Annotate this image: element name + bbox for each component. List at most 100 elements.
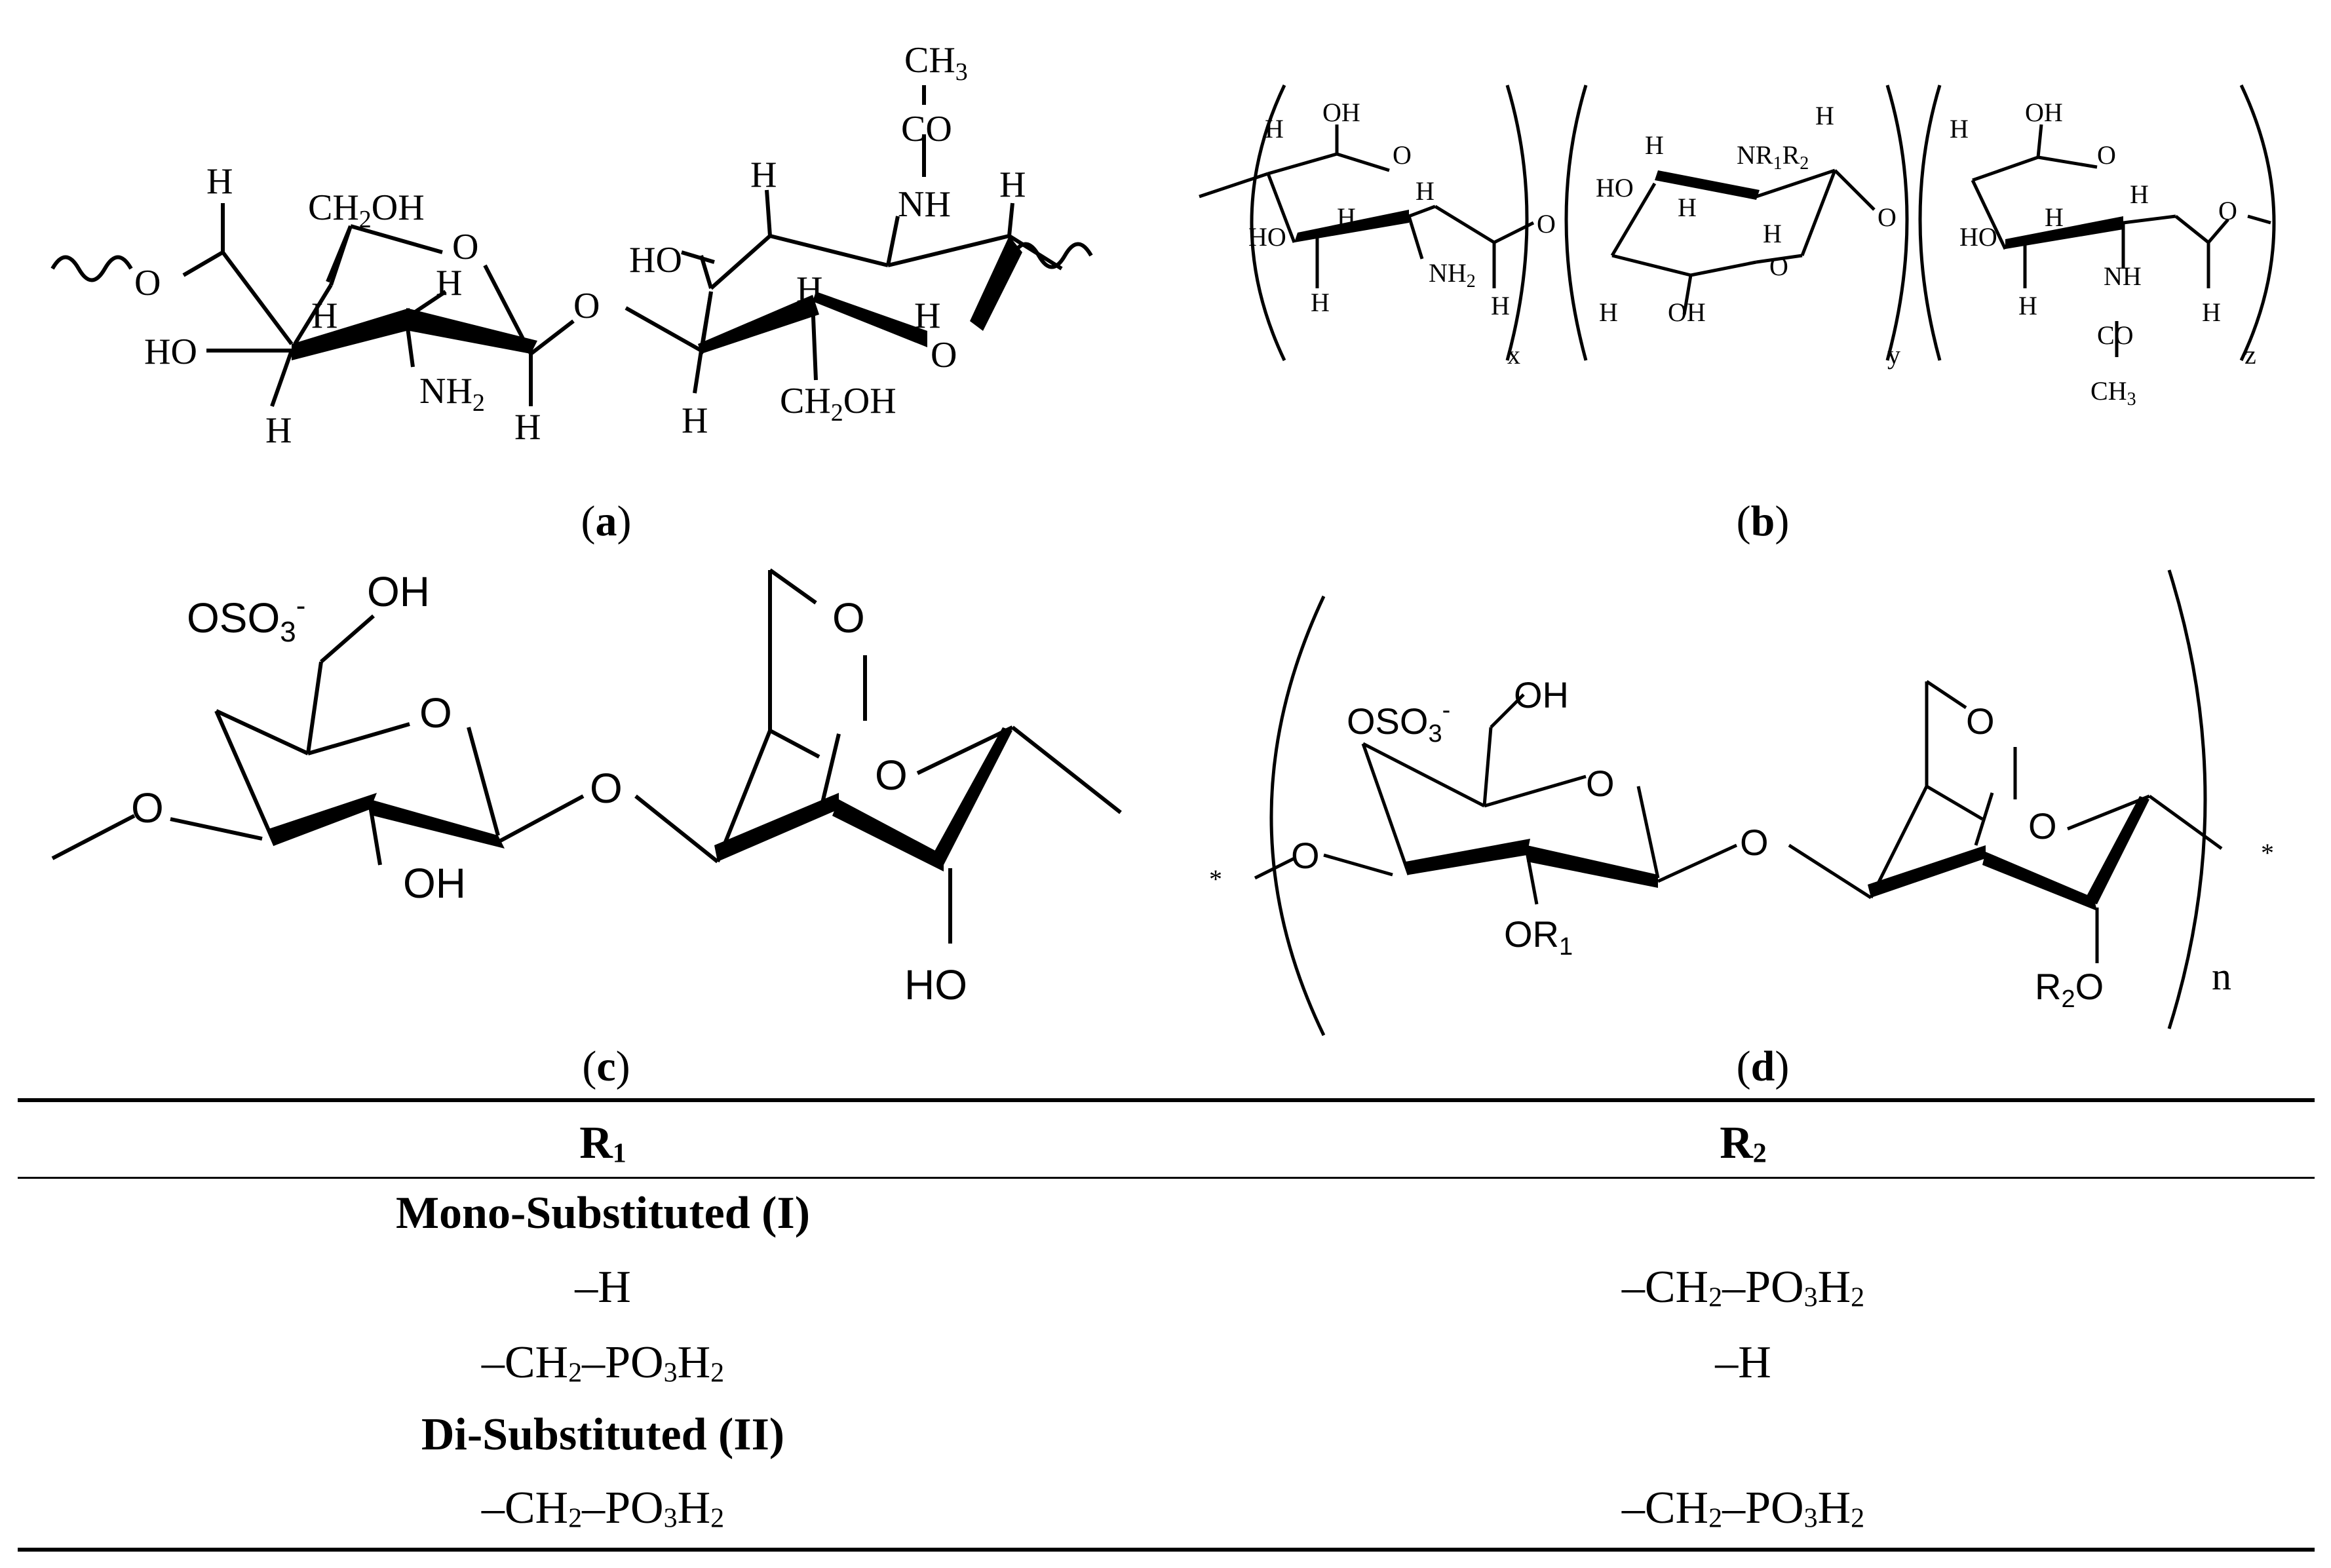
a-h-c1: H (436, 263, 462, 303)
b-y: y (1887, 340, 1900, 370)
a-o-ring-right: O (931, 335, 957, 375)
a-nh2: NH2 (419, 371, 485, 417)
b-h2e: H (1599, 297, 1618, 327)
d-oso3: OSO3- (1347, 697, 1450, 748)
a-h-c5: H (311, 296, 337, 336)
b-o-link2: O (1878, 202, 1897, 232)
structure-b-labels: OH H O H H HO NH2 H H O x H NR1R2 H HO H… (1248, 98, 2256, 410)
c-o-left: O (131, 784, 164, 832)
group-title-di: Di-Substituted (II) (421, 1409, 785, 1460)
b-h1e: H (1491, 291, 1510, 320)
b-x: x (1507, 340, 1520, 370)
d-or1: OR1 (1504, 913, 1573, 961)
b-h3d: H (2018, 291, 2037, 320)
caption-b: (b) (1736, 497, 1790, 545)
d-oh-top: OH (1514, 674, 1569, 716)
c-oh-bottom: OH (403, 860, 466, 907)
d-o-glyco: O (1740, 822, 1769, 863)
b-oh2: OH (1668, 297, 1706, 327)
b-o-ring1: O (1393, 140, 1412, 170)
caption-c: (c) (582, 1042, 630, 1090)
a-ch3: CH3 (904, 40, 968, 86)
structure-c-labels: OSO3- OH O O OH O O O HO (131, 568, 967, 1008)
a-ho-right: HO (629, 240, 682, 280)
c-o-ring2: O (875, 752, 908, 799)
table-header-r2: R2 (1720, 1118, 1767, 1169)
b-o-link1: O (1537, 209, 1556, 239)
a-co: CO (901, 109, 952, 149)
table-header-rule (18, 1177, 2315, 1179)
b-h1c: H (1337, 202, 1356, 232)
a-ch2oh-right: CH2OH (780, 381, 896, 427)
structure-d (1254, 569, 2223, 1037)
d-r2o: R2O (2035, 966, 2104, 1013)
mono-row1-r1: –H (575, 1262, 631, 1312)
d-o-bridge: O (1966, 700, 1995, 742)
b-nh2: NH2 (1429, 258, 1476, 292)
b-nh3: NH (2104, 261, 2142, 291)
a-h-top-left: H (206, 161, 233, 202)
b-nr1r2: NR1R2 (1737, 140, 1809, 174)
b-h3b: H (2130, 180, 2149, 209)
d-o-ring2: O (2028, 805, 2057, 847)
b-ho2: HO (1596, 173, 1634, 202)
a-h-top-mid: H (750, 155, 777, 195)
b-co3: CO (2097, 320, 2134, 350)
mono-row2-r1: –CH2–PO3H2 (481, 1337, 725, 1388)
group-title-mono: Mono-Substituted (I) (395, 1188, 811, 1238)
c-o-bridge: O (832, 594, 865, 641)
structure-b (1199, 84, 2276, 362)
b-oh1: OH (1322, 98, 1360, 127)
a-h-anomeric: H (514, 407, 541, 448)
b-h1: H (1265, 114, 1284, 143)
a-o-link-left: O (134, 263, 161, 303)
di-row1-r1: –CH2–PO3H2 (481, 1483, 725, 1534)
d-o-left: O (1291, 835, 1320, 876)
b-o-link3: O (2218, 196, 2237, 225)
a-h-bottom-right: H (682, 400, 708, 441)
table-header-r1: R1 (579, 1118, 626, 1169)
b-h3c: H (2045, 202, 2064, 232)
c-ho: HO (904, 961, 967, 1008)
structure-d-labels: OSO3- OH O O OR1 O O O R2O n * * (1209, 674, 2274, 1013)
c-oh-top: OH (367, 568, 430, 615)
d-n: n (2212, 955, 2231, 998)
a-o-glyco: O (573, 286, 600, 326)
b-o-ring2: O (1769, 252, 1788, 281)
b-h1b: H (1416, 176, 1435, 206)
caption-a: (a) (581, 497, 632, 545)
b-ho3: HO (1959, 222, 1997, 252)
structures-figure: H CH2OH O O H H HO NH2 H H O CH3 CO NH H… (50, 40, 2276, 1037)
b-oh3: OH (2025, 98, 2063, 127)
c-oso3: OSO3- (187, 590, 305, 648)
di-row1-r2: –CH2–PO3H2 (1621, 1483, 1865, 1534)
c-o-ring: O (419, 689, 452, 736)
mono-row2-r2: –H (1715, 1337, 1771, 1388)
caption-d: (d) (1736, 1042, 1790, 1090)
table-bottom-rule (18, 1548, 2315, 1552)
a-h-bottom-left: H (265, 410, 292, 451)
d-o-ring: O (1586, 763, 1615, 804)
a-h-c1-right: H (914, 296, 940, 336)
b-o-ring3: O (2097, 140, 2116, 170)
b-h1d: H (1311, 288, 1330, 317)
a-ho-left: HO (144, 332, 197, 372)
a-h-c5-right: H (796, 269, 822, 310)
b-h2b: H (1815, 101, 1834, 130)
a-h-top-right: H (999, 164, 1026, 205)
b-h2c: H (1678, 193, 1697, 222)
a-nh: NH (898, 184, 951, 225)
a-ch2oh-left: CH2OH (308, 187, 425, 233)
b-h2d: H (1763, 219, 1782, 248)
d-star-left: * (1209, 864, 1222, 894)
b-z: z (2244, 340, 2256, 370)
b-ch3: CH3 (2090, 376, 2136, 410)
structure-a-labels: H CH2OH O O H H HO NH2 H H O CH3 CO NH H… (134, 40, 1026, 451)
structure-a (50, 85, 1093, 407)
b-h3: H (1950, 114, 1969, 143)
a-o-ring-left: O (452, 227, 478, 267)
b-ho1: HO (1248, 222, 1286, 252)
mono-row1-r2: –CH2–PO3H2 (1621, 1262, 1865, 1313)
table-top-rule (18, 1098, 2315, 1102)
d-star-right: * (2261, 838, 2274, 868)
